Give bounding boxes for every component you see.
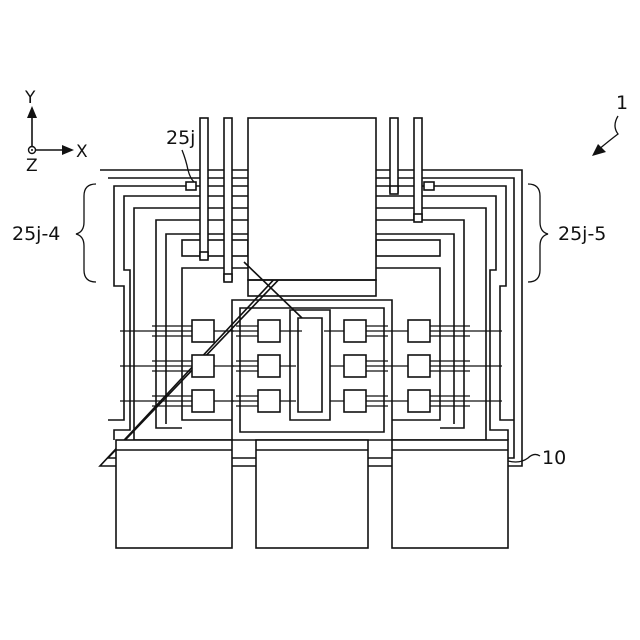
x-axis-label: X xyxy=(76,142,88,162)
z-axis-dot-center xyxy=(31,149,33,151)
center-region xyxy=(232,262,392,440)
chip-r2-1 xyxy=(344,320,366,342)
top-terminal-block xyxy=(248,118,376,280)
device-leader-line xyxy=(598,116,618,150)
lead-right-b xyxy=(414,118,422,220)
x-arrowhead xyxy=(62,145,74,155)
left-group-bracket: 25j-4 xyxy=(12,184,96,282)
chip-l2-1 xyxy=(258,320,280,342)
lead-left-a xyxy=(200,118,208,258)
lead-right-a-tip xyxy=(390,186,398,194)
y-axis-label: Y xyxy=(24,88,36,108)
center-u-inner xyxy=(298,318,322,412)
right-group-label: 25j-5 xyxy=(558,223,606,245)
chip-l1-2 xyxy=(192,355,214,377)
right-group-bracket: 25j-5 xyxy=(528,184,606,282)
lead-right-a xyxy=(390,118,398,192)
device-label: 1 xyxy=(616,92,628,114)
lead-reference: 25j xyxy=(166,127,195,182)
wire-l1-row2 xyxy=(120,361,234,371)
chip-r1-3 xyxy=(408,390,430,412)
right-wiring xyxy=(376,186,514,440)
chip-r2-2 xyxy=(344,355,366,377)
left-group-label: 25j-4 xyxy=(12,223,60,245)
left-pad-strip xyxy=(182,240,248,256)
chip-r1-1 xyxy=(408,320,430,342)
center-u-outer xyxy=(290,310,330,420)
chip-l2-3 xyxy=(258,390,280,412)
bond-wires xyxy=(120,326,502,406)
coordinate-axes: Y X Z xyxy=(24,88,88,176)
bottom-terminal-right xyxy=(392,440,508,548)
center-outer xyxy=(232,300,392,440)
lead-left-b xyxy=(224,118,232,280)
lead-junction-left xyxy=(186,182,196,190)
lead-left-a-tip xyxy=(200,252,208,260)
device-reference: 1 xyxy=(592,92,628,156)
chip-l1-3 xyxy=(192,390,214,412)
top-terminal-base xyxy=(248,280,376,296)
chip-r2-3 xyxy=(344,390,366,412)
right-pad-strip xyxy=(376,240,440,256)
substrate-label: 10 xyxy=(542,447,566,469)
z-axis-label: Z xyxy=(26,156,38,176)
right-trace-1 xyxy=(376,186,514,420)
right-brace xyxy=(528,184,548,282)
lead-label: 25j xyxy=(166,127,195,149)
chip-r1-2 xyxy=(408,355,430,377)
chip-l1-1 xyxy=(192,320,214,342)
right-trace-2 xyxy=(376,196,508,440)
left-brace xyxy=(76,184,96,282)
lead-right-b-tip xyxy=(414,214,422,222)
top-terminal xyxy=(248,118,376,296)
chip-l2-2 xyxy=(258,355,280,377)
lead-junction-right xyxy=(424,182,434,190)
wire-l1-row3 xyxy=(120,396,234,406)
bottom-terminal-left xyxy=(116,440,232,548)
wire-l1-row1 xyxy=(120,326,234,336)
bottom-terminal-center xyxy=(256,440,368,548)
bottom-terminals xyxy=(116,440,508,548)
lead-left-b-tip xyxy=(224,274,232,282)
